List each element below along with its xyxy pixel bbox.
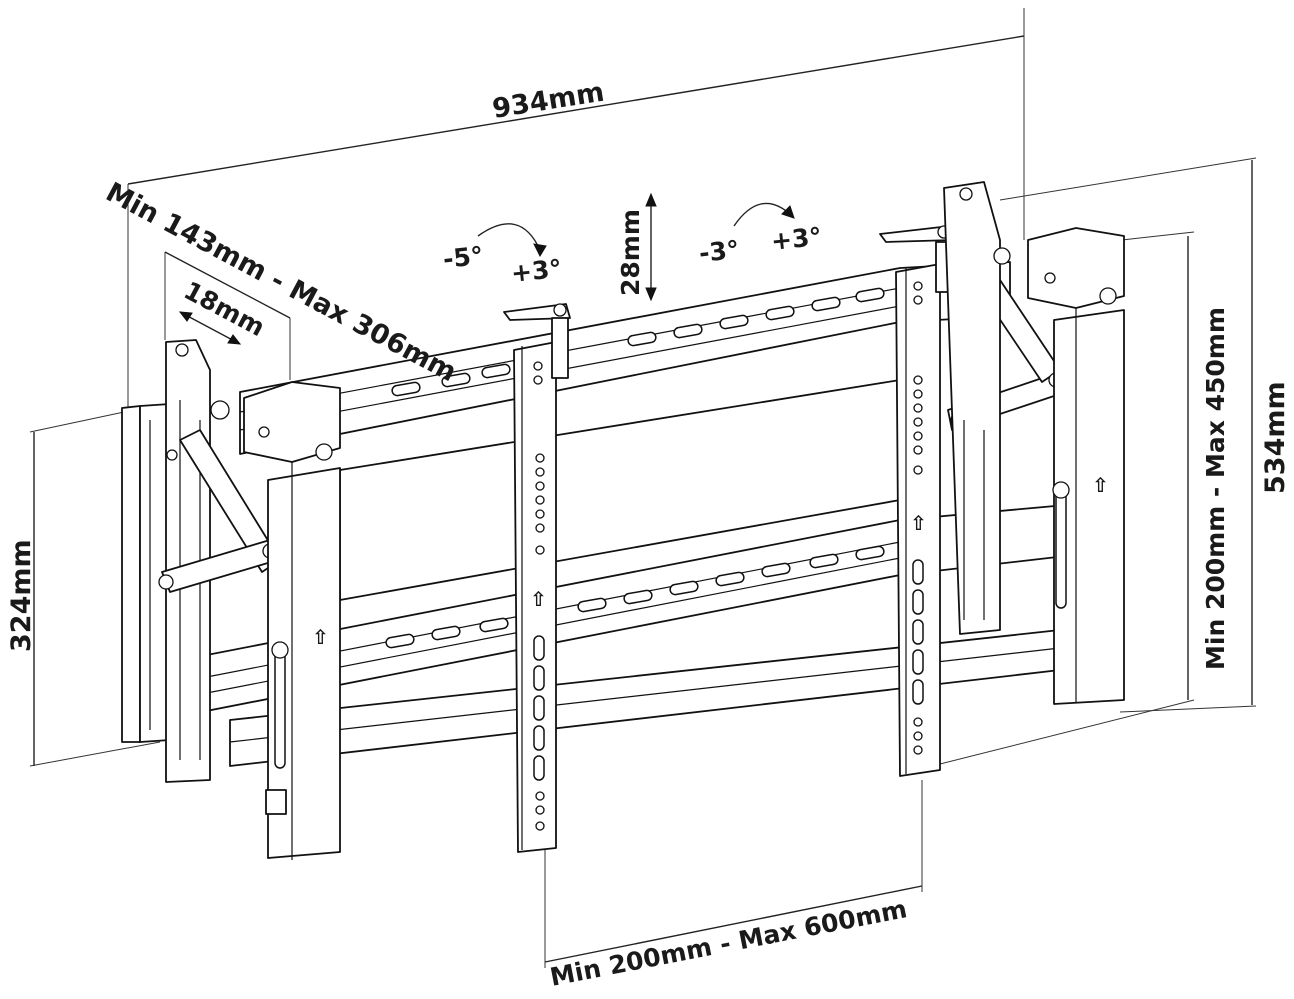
tilt-labels: -5° +3° -3° +3° <box>442 222 824 288</box>
right-front-post: ⇧ <box>1027 227 1125 705</box>
left-front-post: ⇧ <box>243 381 341 860</box>
right-vertical-bracket: ⇧ <box>879 225 955 777</box>
left-height-label: 324mm <box>6 539 37 652</box>
tilt-right-plus: +3° <box>770 222 824 256</box>
depth-range-label: Min 143mm - Max 306mm <box>101 177 462 388</box>
vertical-hole-range-label: Min 200mm - Max 450mm <box>1201 307 1230 670</box>
tilt-left-minus: -5° <box>442 241 485 274</box>
tilt-left-plus: +3° <box>510 254 564 288</box>
up-arrow-icon: ⇧ <box>1092 473 1109 497</box>
right-scissor-arm <box>943 181 1067 635</box>
overall-width-label: 934mm <box>490 77 606 125</box>
overall-height-label: 534mm <box>1260 381 1291 494</box>
center-vertical-bracket: ⇧ <box>503 303 571 853</box>
fine-adjust-label: 28mm <box>616 209 645 296</box>
up-arrow-icon: ⇧ <box>312 625 329 649</box>
tilt-right-minus: -3° <box>698 235 741 268</box>
up-arrow-icon: ⇧ <box>530 587 547 611</box>
dimension-lines <box>29 8 1257 968</box>
up-arrow-icon: ⇧ <box>910 511 927 535</box>
left-wall-post <box>121 339 230 783</box>
bracket-spacing-label: Min 200mm - Max 600mm <box>548 894 910 992</box>
rail-slots <box>385 287 885 649</box>
